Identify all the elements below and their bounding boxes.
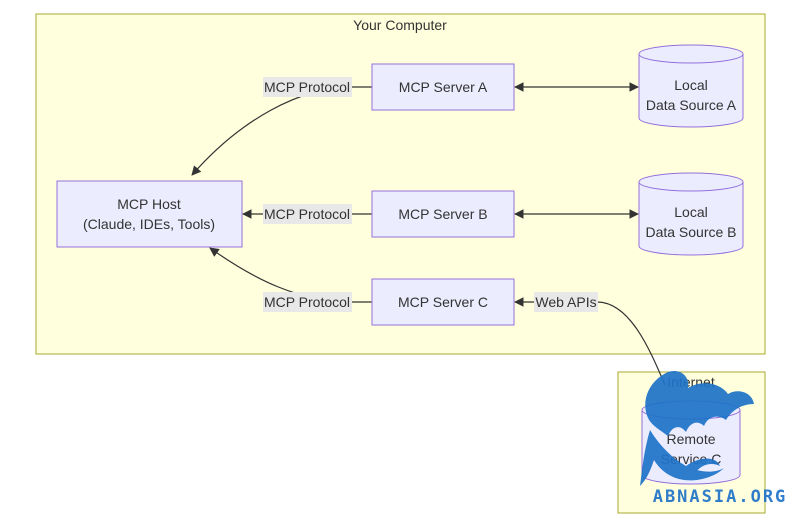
node-mcp-server-c[interactable]: MCP Server C: [371, 278, 515, 326]
svg-text:Data Source B: Data Source B: [645, 224, 736, 240]
svg-text:Data Source A: Data Source A: [646, 97, 737, 113]
node-local-data-source-a[interactable]: Local Data Source A: [638, 44, 744, 128]
edge-label-host-a: MCP Protocol: [263, 77, 352, 97]
svg-text:Local: Local: [674, 77, 707, 93]
edge-label-host-b: MCP Protocol: [263, 204, 352, 224]
griffin-wing-icon: [645, 370, 754, 436]
watermark-logo: ABNASIA.ORG: [640, 370, 788, 507]
svg-text:MCP Protocol: MCP Protocol: [264, 294, 350, 310]
node-mcp-host[interactable]: MCP Host (Claude, IDEs, Tools): [56, 180, 243, 248]
svg-text:MCP Protocol: MCP Protocol: [264, 206, 350, 222]
svg-text:Local: Local: [674, 204, 707, 220]
griffin-tail-icon: [686, 458, 720, 472]
svg-text:MCP Server B: MCP Server B: [398, 206, 487, 222]
svg-text:Web APIs: Web APIs: [535, 294, 596, 310]
griffin-body-icon: [640, 430, 724, 486]
node-mcp-server-b[interactable]: MCP Server B: [371, 190, 515, 238]
svg-text:MCP Server A: MCP Server A: [399, 79, 488, 95]
edge-label-web-apis: Web APIs: [534, 292, 598, 312]
edge-label-host-c: MCP Protocol: [263, 292, 352, 312]
node-mcp-host-title: MCP Host: [117, 196, 181, 212]
node-local-data-source-b[interactable]: Local Data Source B: [638, 172, 744, 256]
node-mcp-server-a[interactable]: MCP Server A: [371, 63, 515, 111]
svg-text:MCP Server C: MCP Server C: [398, 294, 488, 310]
svg-text:Remote: Remote: [666, 431, 715, 447]
watermark-text: ABNASIA.ORG: [653, 487, 788, 507]
edge-remote-server-c: [514, 297, 666, 386]
group-your-computer-label: Your Computer: [353, 17, 447, 33]
svg-text:MCP Protocol: MCP Protocol: [264, 79, 350, 95]
node-mcp-host-subtitle: (Claude, IDEs, Tools): [83, 216, 215, 232]
